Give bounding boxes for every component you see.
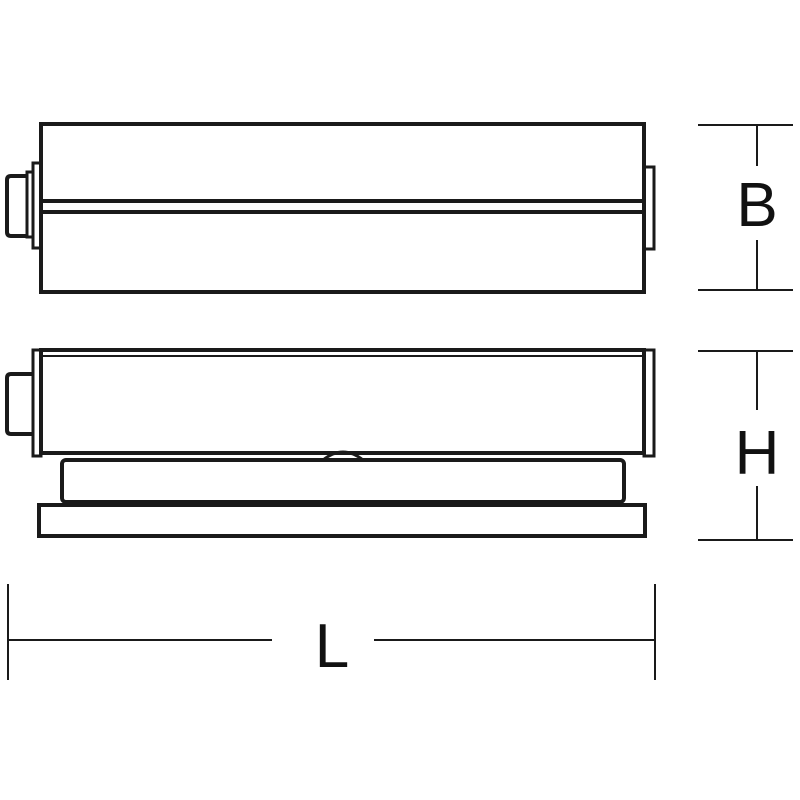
side-view-housing [39,348,646,455]
top-view [5,122,656,294]
dimension-h: H [698,350,793,541]
side-view-diffuser [60,458,626,504]
dimension-b: B [698,124,793,291]
top-view-left-connector-flange [25,170,35,239]
side-view-left-connector [5,372,33,436]
dim-b-label: B [736,171,777,240]
top-view-body [39,122,646,294]
side-view [5,348,656,538]
top-view-right-plate [642,165,656,251]
side-view-base-plate [37,503,647,538]
dim-l-label: L [315,612,349,681]
side-view-joint [322,450,364,462]
side-view-left-plate [31,348,43,458]
dimension-l: L [7,584,656,681]
side-view-right-plate [642,348,656,458]
dim-h-label: H [735,419,780,488]
top-view-left-connector [5,174,27,238]
